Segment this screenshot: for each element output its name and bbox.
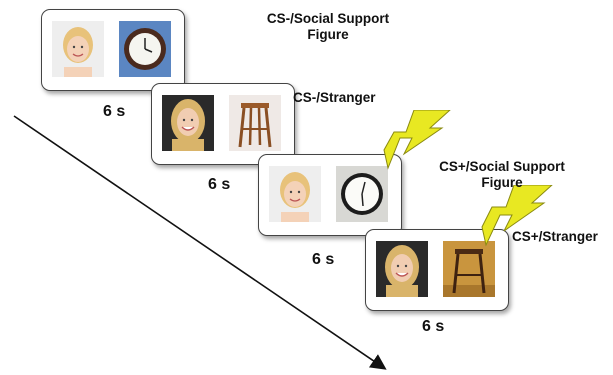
duration-label: 6 s — [422, 318, 445, 335]
smiling-woman-face-icon — [269, 166, 321, 222]
trial-label: CS+/Stranger — [512, 229, 598, 245]
trial-card — [258, 154, 402, 236]
wooden-stool-icon — [443, 241, 495, 297]
object-image — [443, 241, 495, 297]
trial-label: CS-/Social Support Figure — [228, 11, 428, 43]
object-image — [119, 21, 171, 77]
trial-label-line: Figure — [307, 27, 349, 42]
trial-card — [151, 83, 295, 165]
wooden-stool-icon — [229, 95, 281, 151]
object-image — [336, 166, 388, 222]
trial-label: CS+/Social Support Figure — [412, 159, 592, 191]
duration-label: 6 s — [103, 103, 126, 120]
duration-label: 6 s — [312, 251, 335, 268]
wall-clock-blue-background-icon — [119, 21, 171, 77]
lightning-bolt-icon — [383, 110, 451, 170]
smiling-blonde-woman-icon — [376, 241, 428, 297]
smiling-blonde-woman-icon — [162, 95, 214, 151]
trial-label-line: CS+/Stranger — [512, 229, 598, 244]
face-image — [52, 21, 104, 77]
face-image — [269, 166, 321, 222]
trial-label-line: Figure — [481, 175, 523, 190]
face-image — [376, 241, 428, 297]
trial-label-line: CS-/Social Support — [266, 11, 390, 26]
duration-label: 6 s — [208, 176, 231, 193]
face-image — [162, 95, 214, 151]
object-image — [229, 95, 281, 151]
wall-clock-icon — [336, 166, 388, 222]
trial-label-line: CS-/Stranger — [293, 90, 376, 105]
trial-label-line: CS+/Social Support — [439, 159, 565, 174]
lightning-bolt-icon — [481, 185, 553, 247]
smiling-woman-face-icon — [52, 21, 104, 77]
trial-card — [41, 9, 185, 91]
trial-label: CS-/Stranger — [293, 90, 376, 106]
